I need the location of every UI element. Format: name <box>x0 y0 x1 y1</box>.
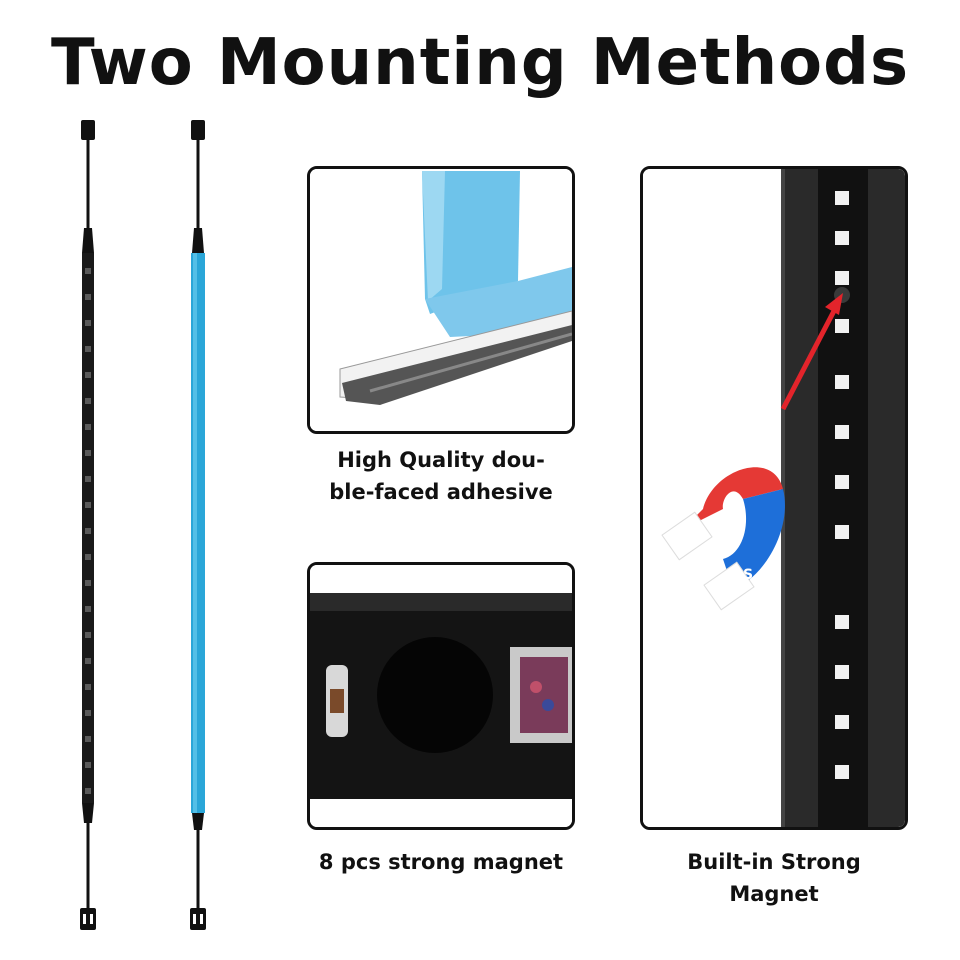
page-title: Two Mounting Methods <box>50 26 910 100</box>
adhesive-caption-line1: High Quality dou- <box>337 448 545 472</box>
magnet-north-label: N <box>709 519 721 535</box>
horseshoe-magnet-icon: N S <box>661 467 785 611</box>
magnet-south-label: S <box>743 567 753 583</box>
magnet-pcs-caption: 8 pcs strong magnet <box>318 850 564 874</box>
builtin-magnet-caption: Built-in Strong Magnet <box>687 850 861 906</box>
blue-led-strip <box>190 120 206 930</box>
builtin-magnet-panel: N S <box>640 166 908 830</box>
magnet-closeup-image <box>310 565 572 827</box>
led-strips-illustration <box>80 120 206 930</box>
black-led-strip <box>80 120 96 930</box>
builtin-magnet-image: N S <box>643 169 905 827</box>
adhesive-tape-image <box>310 169 572 431</box>
magnet-closeup-panel <box>307 562 575 830</box>
adhesive-caption-line2: ble-faced adhesive <box>329 480 553 504</box>
adhesive-caption: High Quality dou- ble-faced adhesive <box>307 444 575 508</box>
adhesive-tape-panel <box>307 166 575 434</box>
